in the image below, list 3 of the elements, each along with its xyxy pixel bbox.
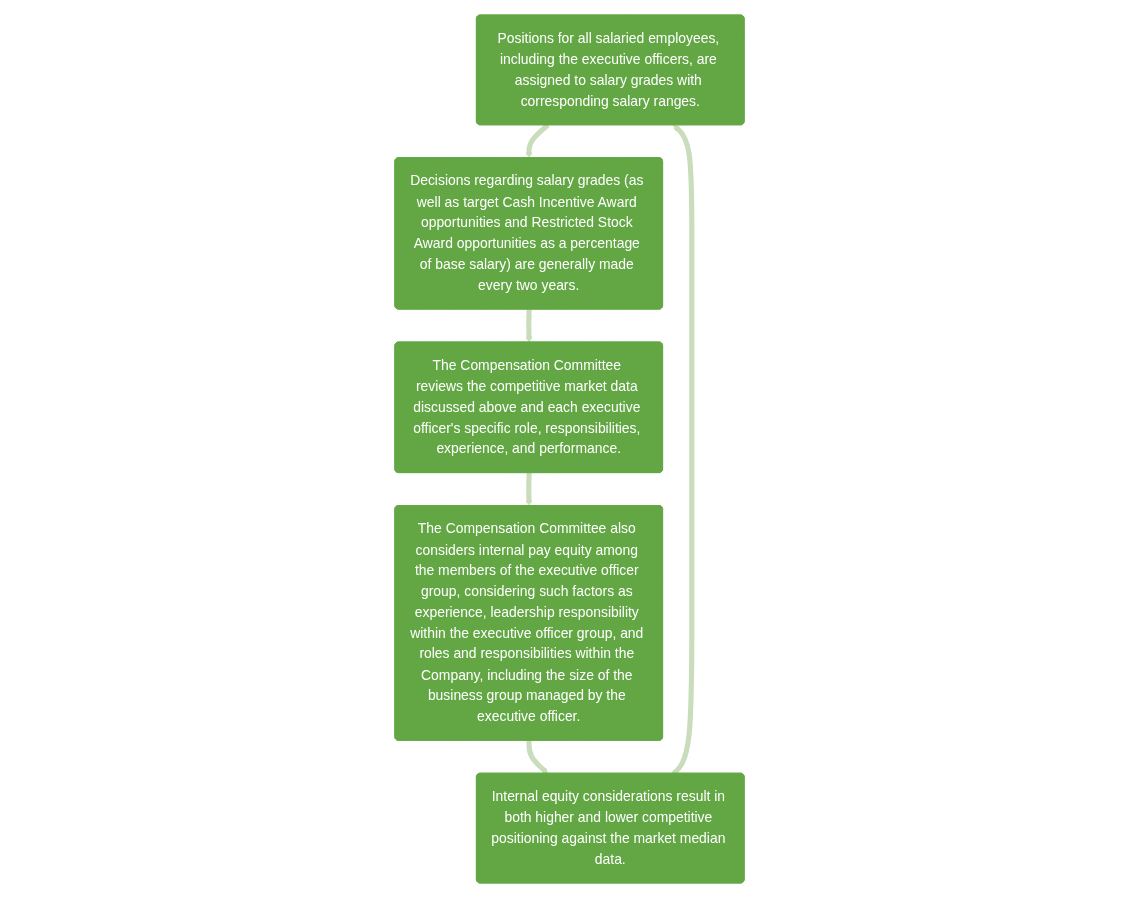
arrow xyxy=(525,740,548,774)
arrow xyxy=(525,308,532,343)
arrow xyxy=(525,472,532,506)
